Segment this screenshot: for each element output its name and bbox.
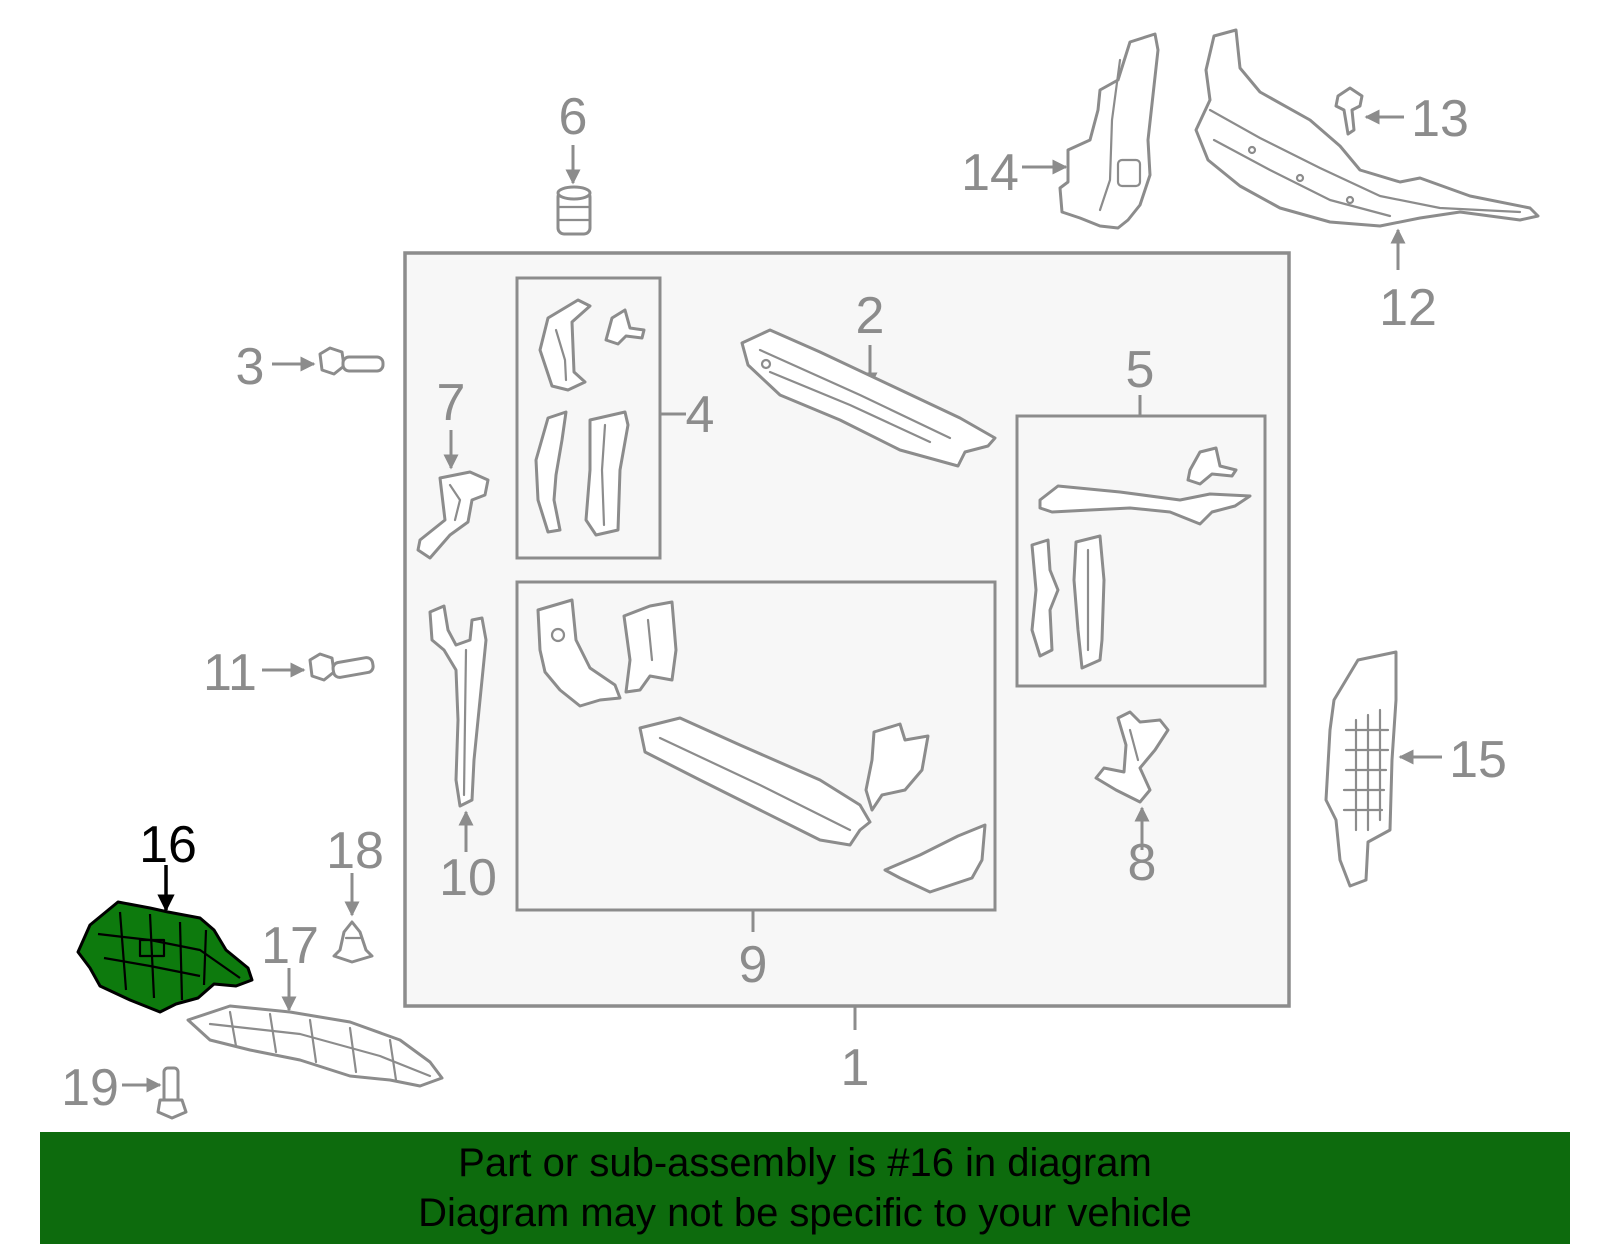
callout-19: 19 — [61, 1059, 119, 1117]
part-11-bolt — [262, 652, 375, 682]
callout-4: 4 — [686, 386, 715, 444]
callout-13: 13 — [1411, 90, 1469, 148]
part-7-bracket — [416, 430, 490, 560]
part-14-deflector — [1022, 32, 1160, 230]
info-banner: Part or sub-assembly is #16 in diagram D… — [40, 1132, 1570, 1244]
callout-3: 3 — [236, 338, 265, 396]
callout-11: 11 — [203, 644, 257, 702]
part-16-under-cover-highlighted[interactable] — [76, 865, 254, 1014]
part-18-push-clip — [332, 873, 374, 964]
subassembly-box-9 — [515, 580, 997, 912]
subassembly-box-4 — [515, 276, 662, 560]
callout-5: 5 — [1126, 341, 1155, 399]
part-6-cushion — [556, 145, 592, 236]
part-2-upper-support — [740, 328, 997, 468]
callout-10: 10 — [439, 849, 497, 907]
part-4-brackets — [534, 298, 646, 537]
part-3-bolt — [272, 346, 385, 376]
part-9-lower-support — [536, 598, 987, 894]
callout-6: 6 — [559, 88, 588, 146]
banner-line-2: Diagram may not be specific to your vehi… — [418, 1191, 1192, 1235]
part-17-under-cover — [186, 968, 444, 1088]
callout-15: 15 — [1449, 731, 1507, 789]
callout-2: 2 — [856, 287, 885, 345]
part-13-clip — [1334, 86, 1404, 136]
part-10-pillar — [428, 604, 488, 852]
callout-18: 18 — [326, 822, 384, 880]
part-19-bolt — [122, 1066, 188, 1120]
part-12-cover — [1194, 28, 1540, 270]
part-5-brackets — [1030, 446, 1252, 670]
callout-17: 17 — [261, 917, 319, 975]
callout-16: 16 — [139, 816, 197, 874]
callout-1: 1 — [841, 1039, 870, 1097]
callout-14: 14 — [961, 144, 1019, 202]
callout-7: 7 — [437, 374, 466, 432]
banner-line-1: Part or sub-assembly is #16 in diagram — [458, 1141, 1152, 1185]
callout-12: 12 — [1379, 279, 1437, 337]
part-15-side-deflector — [1324, 650, 1442, 888]
part-8-bracket — [1094, 710, 1170, 850]
callout-8: 8 — [1128, 834, 1157, 892]
callout-9: 9 — [739, 936, 768, 994]
